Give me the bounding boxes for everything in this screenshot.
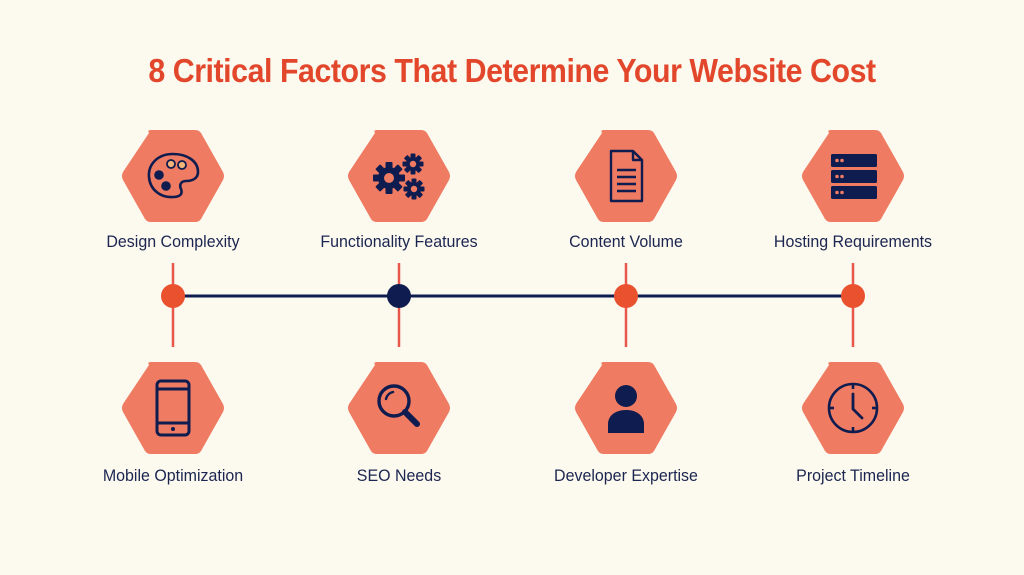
factor-project-timeline xyxy=(801,362,905,454)
factor-seo-needs xyxy=(347,362,451,454)
factor-label: Mobile Optimization xyxy=(102,466,244,485)
hexagon-shape xyxy=(122,130,224,222)
factor-functionality-features xyxy=(347,130,451,222)
timeline-tick xyxy=(841,263,865,347)
clock-icon xyxy=(827,382,879,434)
timeline-tick xyxy=(161,263,185,347)
factor-label: Developer Expertise xyxy=(554,466,698,485)
factor-label: Project Timeline xyxy=(796,466,910,485)
hexagon-shape xyxy=(122,362,224,454)
factor-content-volume xyxy=(574,130,678,222)
gears-icon xyxy=(373,153,425,200)
page-title: 8 Critical Factors That Determine Your W… xyxy=(148,52,876,89)
document-icon xyxy=(609,149,644,203)
timeline-tick xyxy=(614,263,638,347)
palette-icon xyxy=(147,152,200,199)
factor-hosting-requirements xyxy=(801,130,905,222)
timeline-tick xyxy=(387,263,411,347)
smartphone-icon xyxy=(155,379,191,437)
factor-label: Design Complexity xyxy=(106,232,240,251)
hexagon-shape xyxy=(575,362,677,454)
factor-developer-expertise xyxy=(574,362,678,454)
hexagon-shape xyxy=(348,362,450,454)
factor-label: SEO Needs xyxy=(356,466,442,485)
magnifier-icon xyxy=(377,384,420,427)
server-icon xyxy=(831,154,877,199)
factor-design-complexity xyxy=(121,130,225,222)
factor-label: Hosting Requirements xyxy=(773,232,933,251)
user-icon xyxy=(608,385,644,433)
factor-label: Content Volume xyxy=(569,232,683,251)
factor-mobile-optimization xyxy=(121,362,225,454)
factor-label: Functionality Features xyxy=(320,232,478,251)
